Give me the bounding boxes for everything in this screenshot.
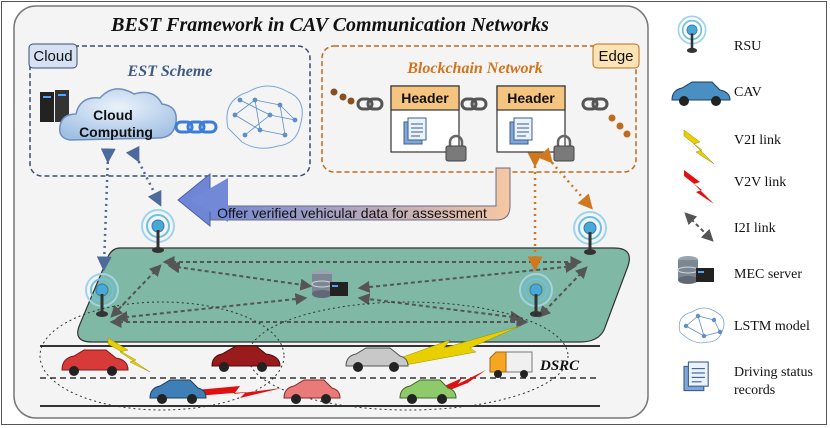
edge-tag-box bbox=[592, 43, 640, 69]
truck-icon bbox=[489, 351, 533, 378]
double-arrow-icon bbox=[684, 212, 714, 242]
document-icon bbox=[403, 117, 427, 145]
edge-tag: Edge bbox=[598, 48, 633, 65]
v2v-link bbox=[440, 370, 486, 394]
block-1: Header bbox=[390, 85, 468, 163]
lstm-brain-icon bbox=[226, 85, 303, 149]
cloud-tag: Cloud bbox=[33, 48, 72, 65]
document-icon bbox=[683, 361, 709, 392]
cloud-rsu-link bbox=[96, 148, 116, 272]
v2i-link bbox=[399, 325, 521, 367]
block-2-header: Header bbox=[507, 90, 555, 106]
car-icon bbox=[283, 379, 341, 404]
cloud-tag-box bbox=[28, 43, 78, 69]
lightning-red-icon bbox=[684, 170, 714, 204]
cloud-rsu-link bbox=[125, 145, 162, 207]
car-icon bbox=[61, 349, 129, 376]
cloud-box bbox=[29, 45, 311, 177]
cloud-server-icon bbox=[40, 90, 69, 122]
legend-lstm-label: LSTM model bbox=[734, 319, 810, 334]
edge-rsu-link bbox=[537, 147, 593, 210]
legend-records-label-2: records bbox=[734, 383, 775, 398]
block-1-header: Header bbox=[401, 90, 449, 106]
legend-v2v-label: V2V link bbox=[734, 175, 786, 190]
document-icon bbox=[509, 117, 533, 145]
cloud-computing-line2: Computing bbox=[79, 124, 153, 140]
edge-box bbox=[321, 45, 637, 173]
legend-mec-label: MEC server bbox=[734, 267, 802, 282]
v2i-link bbox=[107, 337, 151, 373]
legend-records-label: Driving status bbox=[734, 365, 813, 380]
legend-rsu-label: RSU bbox=[734, 39, 761, 54]
chain-dots-right bbox=[608, 114, 631, 138]
cloud-shape bbox=[58, 88, 177, 141]
car-icon bbox=[345, 347, 409, 372]
legend-i2i-label: I2I link bbox=[734, 221, 776, 236]
offer-arrow bbox=[205, 167, 511, 221]
chain-dots-left bbox=[330, 88, 355, 105]
cloud-computing-line1: Cloud bbox=[93, 107, 133, 123]
block-2: Header bbox=[496, 85, 576, 163]
car-icon bbox=[211, 345, 281, 372]
diagram-title: BEST Framework in CAV Communication Netw… bbox=[110, 14, 549, 36]
legend-cav-label: CAV bbox=[734, 85, 762, 100]
legend: RSU CAV V2I link V2V link I2I link MEC s… bbox=[671, 15, 813, 398]
lightning-yellow-icon bbox=[683, 129, 715, 165]
server-icon bbox=[677, 255, 715, 285]
car-icon bbox=[149, 379, 207, 404]
car-icon bbox=[671, 81, 731, 106]
rsu-icon bbox=[677, 15, 707, 54]
blockchain-network-label: Blockchain Network bbox=[406, 60, 543, 77]
coverage-area bbox=[39, 301, 285, 411]
blue-chain-icon bbox=[174, 120, 218, 134]
v2v-link bbox=[196, 386, 282, 398]
legend-v2i-label: V2I link bbox=[734, 133, 781, 148]
neural-net-icon bbox=[678, 307, 725, 344]
offer-arrow-text: Offer verified vehicular data for assess… bbox=[217, 205, 487, 221]
dsrc-label: DSRC bbox=[539, 358, 580, 374]
car-icon bbox=[399, 379, 457, 404]
est-scheme-label: EST Scheme bbox=[127, 63, 213, 80]
